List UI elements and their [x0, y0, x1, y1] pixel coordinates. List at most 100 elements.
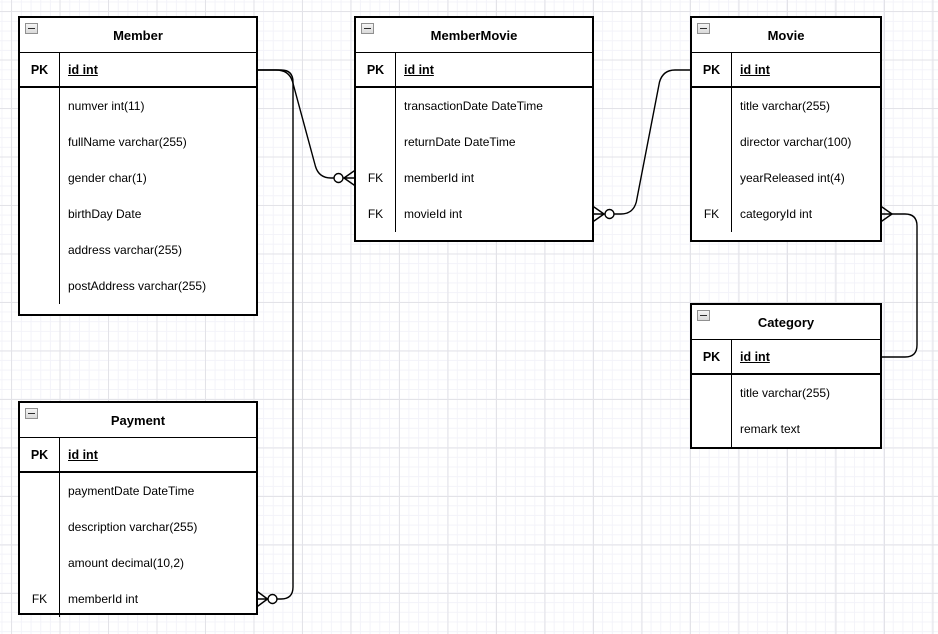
- table-rows: title varchar(255) remark text: [692, 375, 880, 447]
- zero-marker: [267, 593, 278, 605]
- primary-key-row[interactable]: PK id int: [20, 438, 256, 473]
- row-field-label: title varchar(255): [740, 386, 831, 400]
- row-field-label: fullName varchar(255): [68, 135, 187, 149]
- table-header[interactable]: Movie: [692, 18, 880, 53]
- row-key-label: [20, 88, 60, 124]
- table-header[interactable]: Category: [692, 305, 880, 340]
- zero-marker: [604, 208, 615, 220]
- entity-table-payment[interactable]: Payment PK id int paymentDate DateTime de…: [18, 401, 258, 617]
- table-row[interactable]: director varchar(100): [692, 124, 880, 160]
- table-header[interactable]: Payment: [20, 403, 256, 438]
- pk-label: PK: [692, 53, 732, 86]
- row-field-label: returnDate DateTime: [404, 135, 516, 149]
- row-key-label: [20, 509, 60, 545]
- table-row[interactable]: postAddress varchar(255): [20, 268, 256, 304]
- collapse-icon[interactable]: [25, 408, 38, 419]
- row-field-label: title varchar(255): [740, 99, 831, 113]
- row-key-label: [356, 88, 396, 124]
- collapse-icon[interactable]: [697, 23, 710, 34]
- row-key-label: [692, 411, 732, 447]
- table-title: Movie: [767, 27, 805, 43]
- crows-foot-icon: [593, 206, 606, 222]
- entity-table-category[interactable]: Category PK id int title varchar(255) rem…: [690, 303, 882, 449]
- pk-label: PK: [20, 438, 60, 471]
- table-row[interactable]: birthDay Date: [20, 196, 256, 232]
- crows-foot-icon: [257, 591, 269, 607]
- row-key-label: [692, 160, 732, 196]
- entity-table-movie[interactable]: Movie PK id int title varchar(255) direct…: [690, 16, 882, 242]
- row-field-label: memberId int: [404, 171, 475, 185]
- primary-key-row[interactable]: PK id int: [692, 53, 880, 88]
- row-key-label: [20, 473, 60, 509]
- row-field-label: amount decimal(10,2): [68, 556, 185, 570]
- primary-key-row[interactable]: PK id int: [20, 53, 256, 88]
- table-rows: paymentDate DateTime description varchar(…: [20, 473, 256, 617]
- table-title: Category: [757, 314, 815, 330]
- row-field-label: director varchar(100): [740, 135, 852, 149]
- table-header[interactable]: Member: [20, 18, 256, 53]
- row-key-label: [692, 375, 732, 411]
- pk-field: id int: [404, 62, 434, 77]
- pk-field: id int: [68, 447, 98, 462]
- relationship-member-membermovie[interactable]: [257, 69, 355, 186]
- row-field-label: address varchar(255): [68, 243, 183, 257]
- table-row[interactable]: description varchar(255): [20, 509, 256, 545]
- collapse-icon[interactable]: [361, 23, 374, 34]
- table-rows: title varchar(255) director varchar(100) y…: [692, 88, 880, 240]
- collapse-icon[interactable]: [25, 23, 38, 34]
- minus-icon: [28, 413, 35, 414]
- pk-field: id int: [740, 349, 770, 364]
- collapse-icon[interactable]: [697, 310, 710, 321]
- crows-foot-icon: [342, 170, 355, 186]
- table-row[interactable]: title varchar(255): [692, 88, 880, 124]
- table-row[interactable]: address varchar(255): [20, 232, 256, 268]
- table-row[interactable]: transactionDate DateTime: [356, 88, 592, 124]
- pk-field: id int: [740, 62, 770, 77]
- table-title: MemberMovie: [430, 27, 518, 43]
- row-field-label: yearReleased int(4): [740, 171, 845, 185]
- row-field-label: gender char(1): [68, 171, 147, 185]
- table-row[interactable]: remark text: [692, 411, 880, 447]
- table-rows: numver int(11) fullName varchar(255) gende…: [20, 88, 256, 314]
- table-header[interactable]: MemberMovie: [356, 18, 592, 53]
- row-field-label: numver int(11): [68, 99, 145, 113]
- table-row[interactable]: FK memberId int: [356, 160, 592, 196]
- table-row[interactable]: fullName varchar(255): [20, 124, 256, 160]
- row-field-label: movieId int: [404, 207, 463, 221]
- table-row[interactable]: gender char(1): [20, 160, 256, 196]
- table-row[interactable]: amount decimal(10,2): [20, 545, 256, 581]
- row-key-label: [692, 88, 732, 124]
- table-title: Payment: [110, 412, 166, 428]
- minus-icon: [700, 315, 707, 316]
- entity-table-membermovie[interactable]: MemberMovie PK id int transactionDate Da…: [354, 16, 594, 242]
- row-field-label: birthDay Date: [68, 207, 142, 221]
- row-key-label: FK: [356, 160, 396, 196]
- row-key-label: [20, 232, 60, 268]
- row-key-label: [20, 196, 60, 232]
- row-field-label: categoryId int: [740, 207, 813, 221]
- row-field-label: postAddress varchar(255): [68, 279, 207, 293]
- table-row[interactable]: title varchar(255): [692, 375, 880, 411]
- row-key-label: [356, 124, 396, 160]
- pk-label: PK: [20, 53, 60, 86]
- primary-key-row[interactable]: PK id int: [692, 340, 880, 375]
- relationship-category-movie[interactable]: [881, 206, 918, 358]
- row-key-label: [20, 124, 60, 160]
- entity-table-member[interactable]: Member PK id int numver int(11) fullName …: [18, 16, 258, 316]
- minus-icon: [28, 28, 35, 29]
- row-field-label: remark text: [740, 422, 801, 436]
- relationship-movie-membermovie[interactable]: [593, 69, 691, 222]
- table-row[interactable]: returnDate DateTime: [356, 124, 592, 160]
- row-field-label: paymentDate DateTime: [68, 484, 195, 498]
- primary-key-row[interactable]: PK id int: [356, 53, 592, 88]
- relationship-member-payment[interactable]: [257, 69, 294, 607]
- table-row[interactable]: numver int(11): [20, 88, 256, 124]
- row-key-label: [20, 545, 60, 581]
- table-row[interactable]: yearReleased int(4): [692, 160, 880, 196]
- table-row[interactable]: paymentDate DateTime: [20, 473, 256, 509]
- row-key-label: [20, 160, 60, 196]
